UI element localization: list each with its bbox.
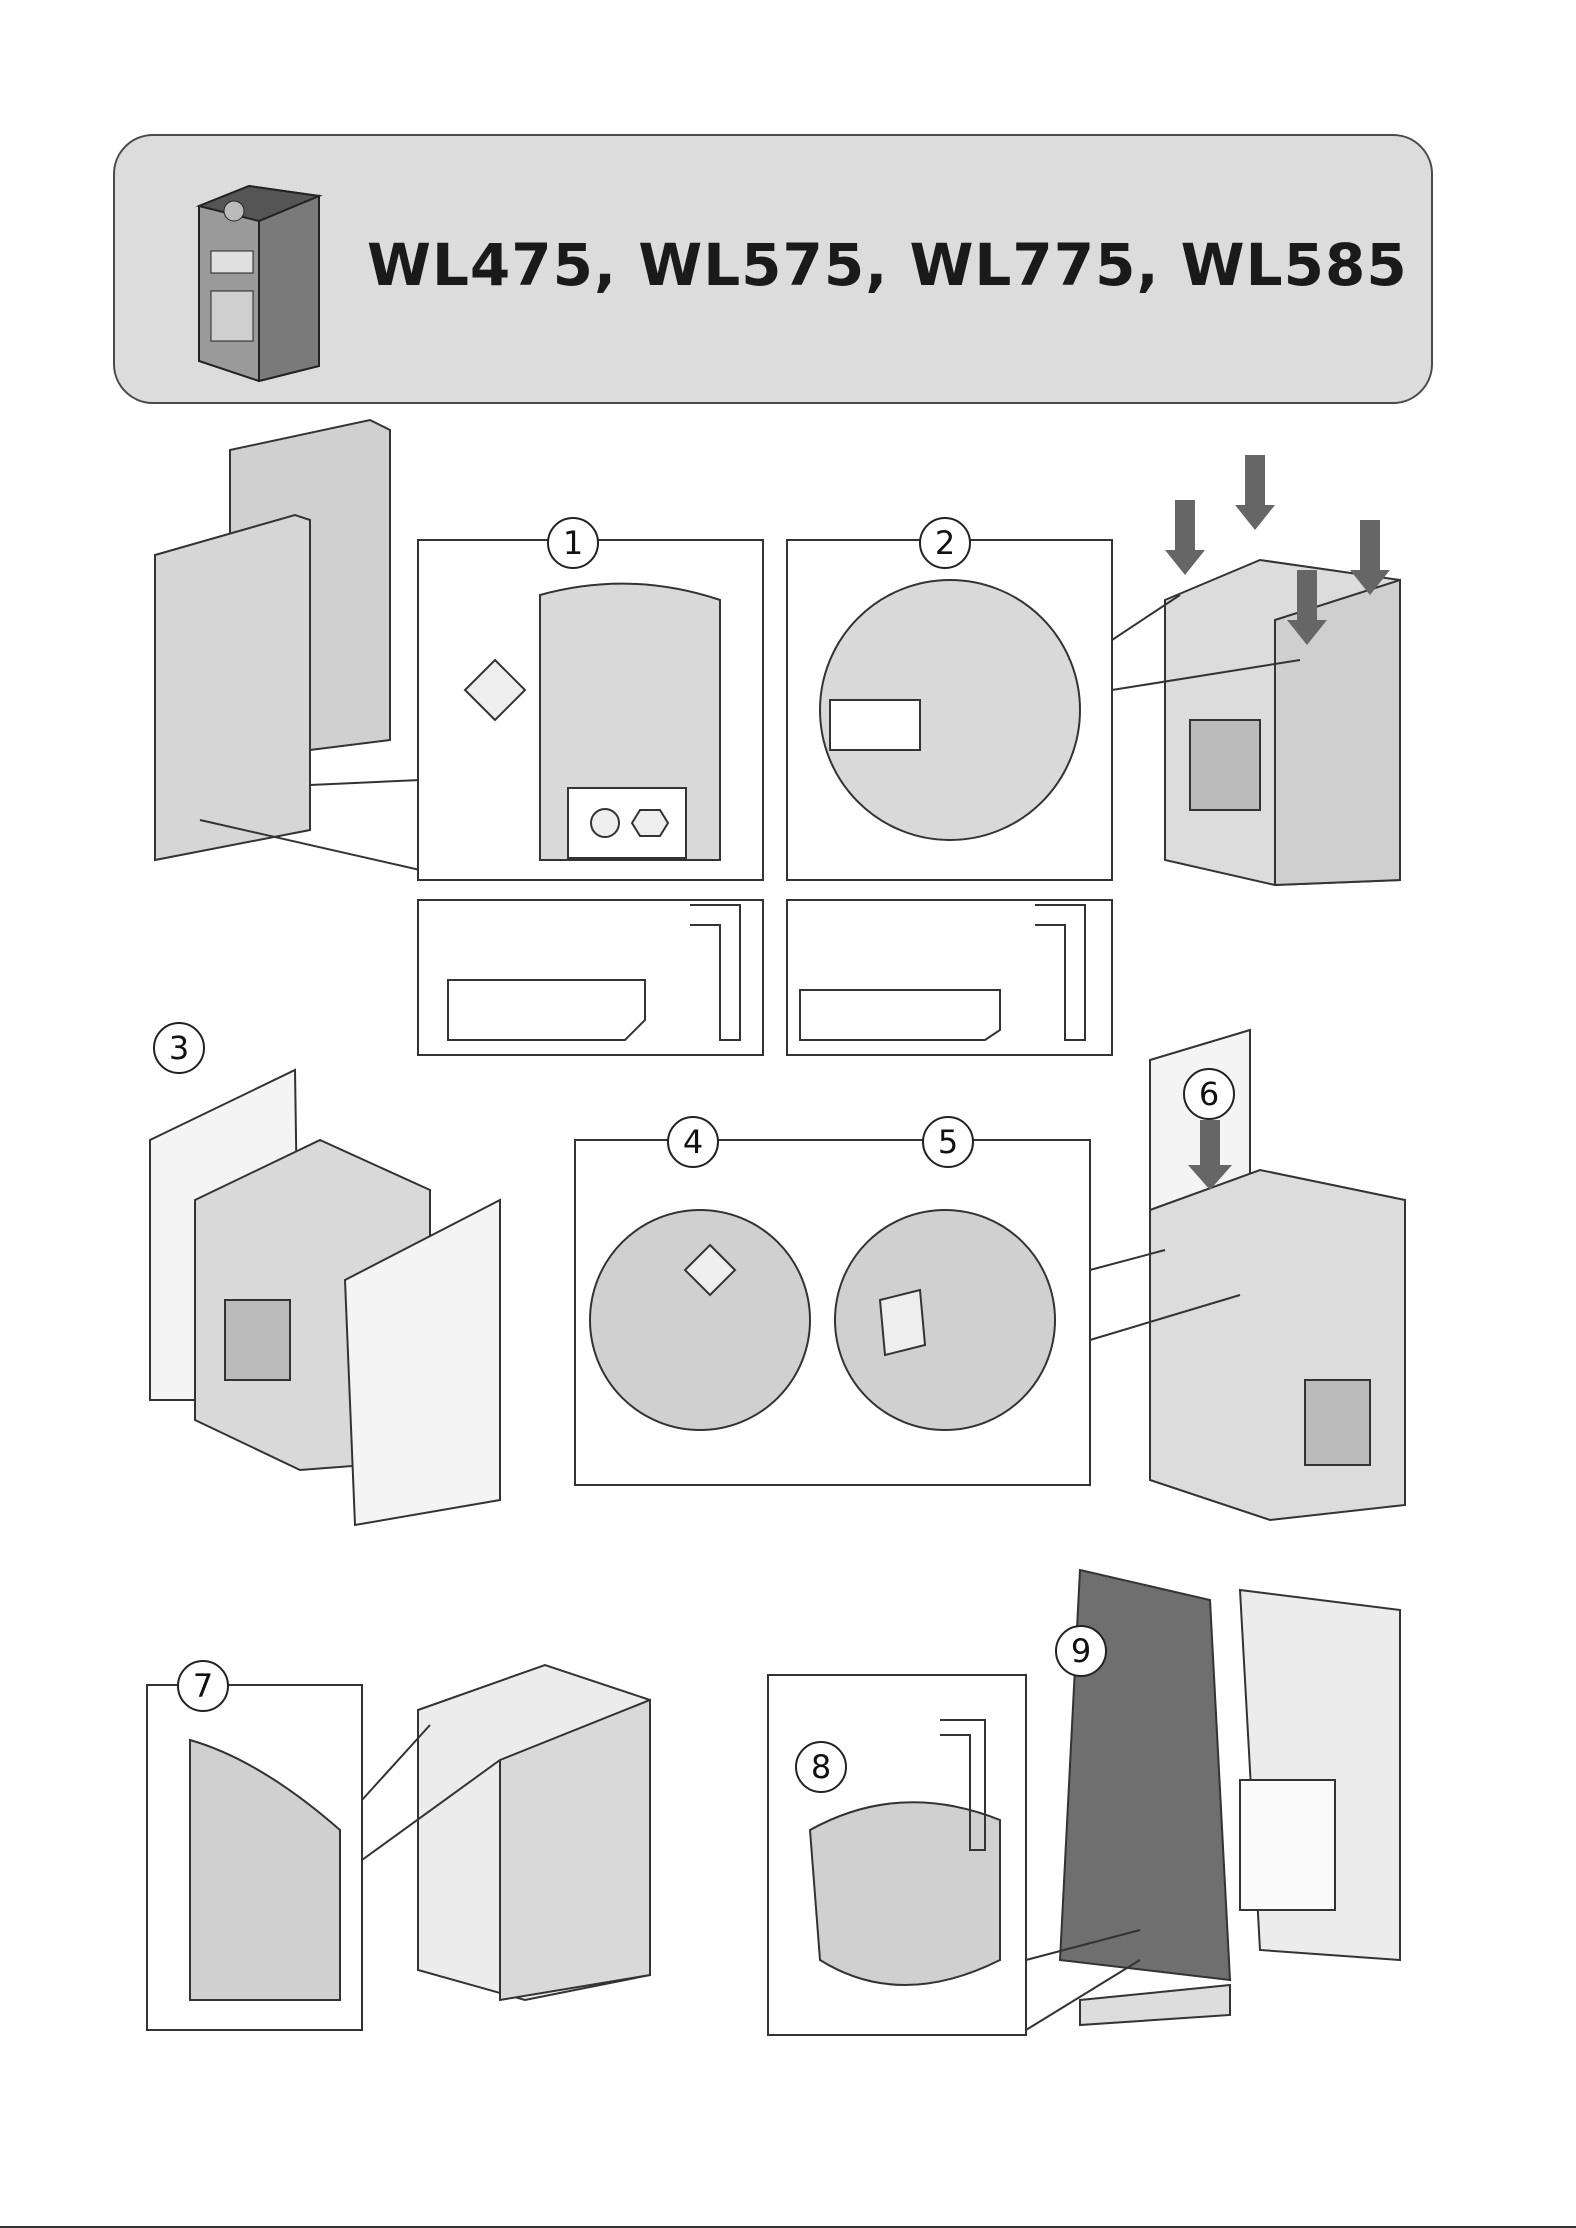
- step-9-number: 9: [1055, 1625, 1107, 1677]
- side-panels-figure: [155, 420, 420, 870]
- step-6-number: 6: [1183, 1068, 1235, 1120]
- step-8-number: 8: [795, 1741, 847, 1793]
- step-5-number: 5: [922, 1116, 974, 1168]
- step-4-number: 4: [667, 1116, 719, 1168]
- step-1-number: 1: [547, 517, 599, 569]
- cut-parts-box-b: [787, 900, 1112, 1055]
- step-2-number: 2: [919, 517, 971, 569]
- step-7-number: 7: [177, 1660, 229, 1712]
- cut-parts-box-a: [418, 900, 763, 1055]
- step-3-number: 3: [153, 1022, 205, 1074]
